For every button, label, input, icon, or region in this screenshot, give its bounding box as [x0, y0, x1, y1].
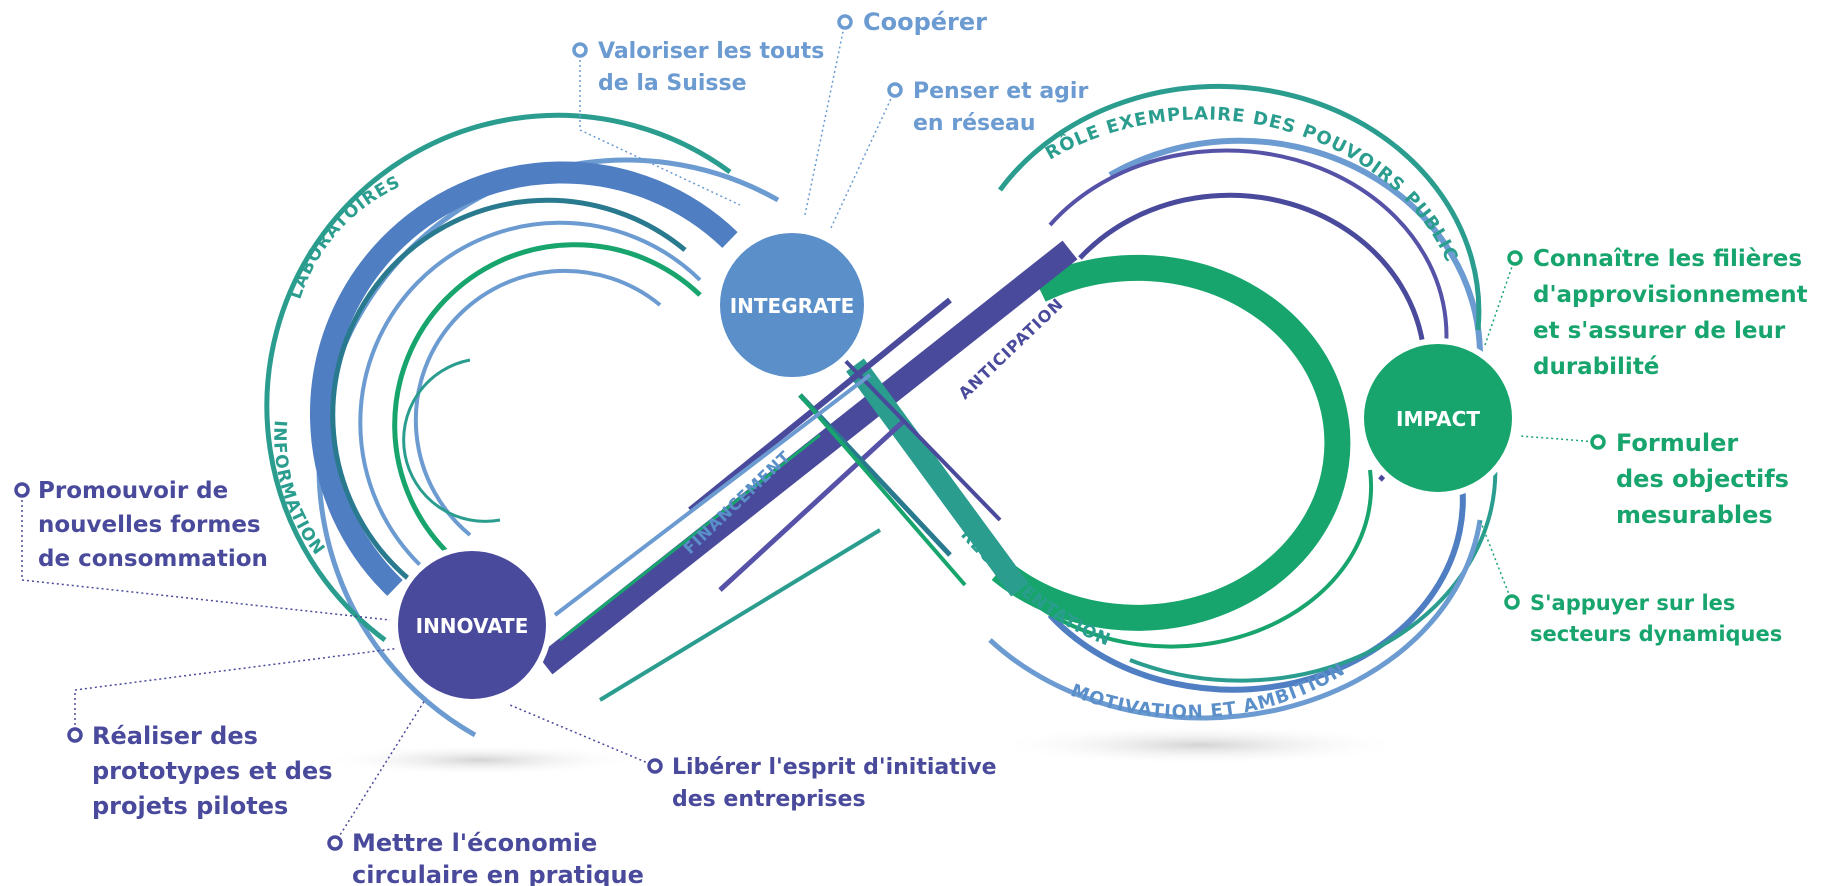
action-realiser-line-2: prototypes et des [92, 757, 333, 785]
node-impact-circle [1358, 338, 1518, 498]
svg-text:Promouvoir de nouvelle: Promouvoir de nouvelles formes de consom… [38, 478, 269, 572]
left-arc-blue-mid [358, 220, 702, 567]
action-liberer-line-2: des entreprises [672, 787, 866, 812]
cross-thick-teal [846, 358, 1029, 597]
bullet-icon [887, 82, 903, 98]
right-arc-teal-bottom [1129, 459, 1498, 683]
action-penser: Penser et agir en réseau [887, 79, 1096, 136]
action-appuyer-line-1: S'appuyer sur les [1530, 591, 1735, 615]
action-liberer-line-1: Libérer l'esprit d'initiative [672, 755, 997, 780]
bullet-icon [647, 758, 663, 774]
node-innovate-label: INNOVATE [416, 614, 529, 638]
cross-green-1 [798, 393, 967, 587]
node-innovate: INNOVATE [392, 545, 552, 705]
svg-text:Mettre l'économie circ: Mettre l'économie circulaire en pratique [352, 829, 644, 886]
action-penser-line-1: Penser et agir [913, 79, 1088, 104]
svg-text:Réaliser des prototype: Réaliser des prototypes et des projets p… [92, 722, 341, 820]
right-arc-outer-blue [1108, 137, 1483, 356]
action-liberer: Libérer l'esprit d'initiative des entrep… [647, 755, 1004, 812]
action-valoriser-line-1: Valoriser les touts [598, 39, 824, 64]
left-arc-teal-outer [264, 112, 732, 643]
action-cooperer: Coopérer [837, 8, 987, 36]
bullet-icon [1507, 250, 1523, 266]
right-arc-blue-bottom-outer [988, 519, 1483, 721]
action-formuler-line-2: des objectifs [1616, 465, 1789, 493]
action-promouvoir-line-2: nouvelles formes [38, 512, 261, 538]
action-appuyer: S'appuyer sur les secteurs dynamiques [1504, 591, 1782, 646]
node-impact: IMPACT [1358, 338, 1518, 498]
right-arc-outer-teal [997, 83, 1482, 331]
cross-blue-1 [828, 343, 1002, 522]
svg-text:Formuler des objectifs: Formuler des objectifs mesurables [1616, 429, 1797, 529]
left-loop [264, 112, 780, 738]
left-arc-green-inner [392, 242, 702, 557]
svg-text:Libérer l'esprit d'initiative: Libérer l'esprit d'initiative des entrep… [672, 755, 1004, 812]
band-labels: LABORATOIRES INFORMATION RÔLE EXEMPLAIRE… [0, 0, 1461, 723]
action-promouvoir: Promouvoir de nouvelles formes de consom… [14, 478, 269, 572]
bullet-icon [572, 42, 588, 58]
node-integrate-circle [714, 227, 870, 383]
svg-text:Connaître les filières: Connaître les filières d'approvisionneme… [1533, 246, 1816, 380]
cross-thick-violet [537, 240, 1078, 675]
right-arc-thick-green [991, 254, 1351, 631]
action-mettre-line-1: Mettre l'économie [352, 829, 597, 857]
cross-green-2 [559, 433, 821, 642]
svg-text:Penser et agir en rése: Penser et agir en réseau [913, 79, 1096, 136]
crossing-lines [537, 240, 1078, 702]
right-shadow [990, 725, 1410, 765]
node-integrate: INTEGRATE [714, 227, 870, 383]
bullet-icon [327, 835, 343, 851]
action-connaitre-line-1: Connaître les filières [1533, 246, 1802, 272]
action-promouvoir-line-1: Promouvoir de [38, 478, 228, 504]
bullet-icon [1504, 594, 1520, 610]
action-connaitre-line-4: durabilité [1533, 354, 1659, 380]
node-integrate-label: INTEGRATE [730, 294, 855, 318]
bullet-icon [14, 482, 30, 498]
svg-text:RÉGLEMENTATION: RÉGLEMENTATION [956, 525, 1113, 651]
cross-violet-2 [718, 418, 907, 592]
right-arc-green-inner [1028, 469, 1374, 649]
action-mettre-line-2: circulaire en pratique [352, 861, 644, 886]
action-valoriser: Valoriser les touts de la Suisse [572, 39, 832, 96]
right-arc-blue-bottom [1047, 469, 1466, 693]
bullet-icon [67, 727, 83, 743]
left-arc-thick [309, 161, 738, 596]
left-arc-teal-mid [330, 197, 687, 582]
action-appuyer-line-2: secteurs dynamiques [1530, 622, 1782, 646]
left-shadow [320, 744, 640, 776]
action-connaitre-line-2: d'approvisionnement [1533, 282, 1808, 308]
bullet-icon [1590, 434, 1606, 450]
svg-text:S'appuyer sur les sect: S'appuyer sur les secteurs dynamiques [1530, 591, 1782, 646]
action-formuler-line-1: Formuler [1616, 429, 1738, 457]
action-formuler-line-3: mesurables [1616, 501, 1773, 529]
action-cooperer-line-1: Coopérer [863, 8, 987, 36]
svg-text:Coopérer: Coopérer [863, 8, 987, 36]
action-realiser-line-3: projets pilotes [92, 792, 288, 820]
bullet-icon [837, 14, 853, 30]
action-valoriser-line-2: de la Suisse [598, 71, 747, 96]
node-innovate-circle [392, 545, 552, 705]
action-realiser-line-1: Réaliser des [92, 722, 258, 750]
cross-blue-2 [553, 373, 872, 617]
actions: Valoriser les touts de la Suisse Coopére… [14, 8, 1816, 886]
action-formuler: Formuler des objectifs mesurables [1590, 429, 1797, 529]
cross-teal-2 [598, 528, 882, 702]
action-mettre: Mettre l'économie circulaire en pratique [327, 829, 644, 886]
action-realiser: Réaliser des prototypes et des projets p… [67, 722, 341, 820]
action-connaitre-line-3: et s'assurer de leur [1533, 318, 1786, 344]
right-arc-violet-top [1048, 148, 1449, 381]
action-penser-line-2: en réseau [913, 111, 1036, 136]
left-arc-teal-inner [402, 358, 501, 523]
node-impact-label: IMPACT [1396, 407, 1480, 431]
action-promouvoir-line-3: de consommation [38, 546, 268, 572]
band-label-reglementation: RÉGLEMENTATION [956, 525, 1112, 651]
left-arc-blue-inner [413, 268, 662, 537]
cross-violet-1 [688, 297, 952, 513]
svg-text:Valoriser les touts de: Valoriser les touts de la Suisse [598, 39, 832, 96]
action-connaitre: Connaître les filières d'approvisionneme… [1507, 246, 1816, 380]
leader-lines [21, 21, 1599, 844]
